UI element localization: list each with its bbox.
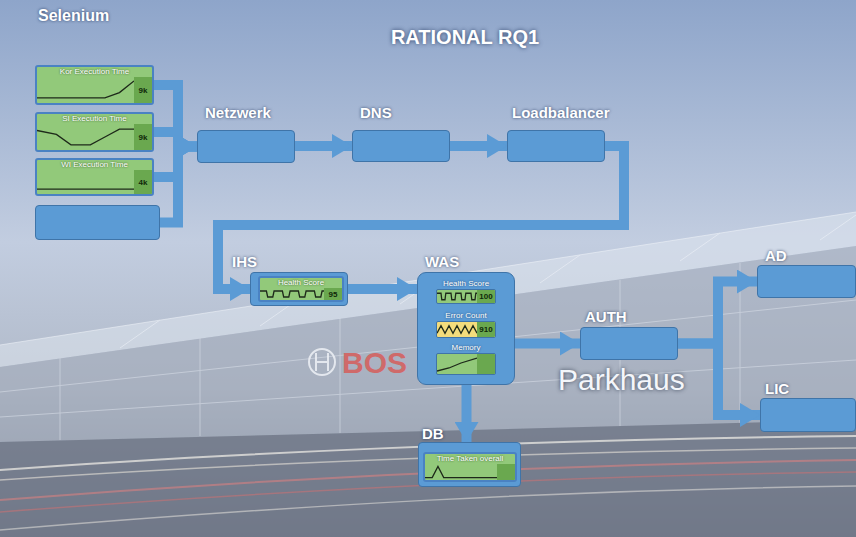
metric-mini: Health Score100 [436,279,496,304]
component-heading: Loadbalancer [512,104,610,122]
component-box [757,265,856,298]
component: LIC [760,380,789,398]
metric-title: Error Count [436,311,496,321]
label-holder: BOS [342,345,407,381]
metric-title: WI Execution Time [37,160,152,170]
chart-area: 9k [37,124,152,150]
flow-arrow [678,344,760,416]
metric-widget: WI Execution Time4k [35,158,154,196]
label-holder: Parkhaus [558,362,685,398]
sparkline [437,322,477,337]
metric-mini: Memory [436,343,496,375]
component-heading: DNS [360,104,392,122]
flow-arrow [678,282,757,344]
component: AD [757,247,787,265]
flow-arrow [154,85,197,147]
sparkline [37,170,134,194]
component-box [580,327,678,360]
component-heading: WAS [425,253,459,271]
chart-area: 95 [260,288,342,300]
metric-value-cell [477,354,495,374]
chart-area: 910 [437,322,495,337]
flow-arrow [462,385,472,442]
flow-arrow [218,146,624,289]
metric-value: 910 [477,322,495,337]
metric-title: SI Execution Time [37,114,152,124]
flow-arrow [160,147,197,223]
metric-value: 9k [134,124,152,150]
sparkline [437,290,477,303]
component: Netzwerk [197,104,271,122]
sparkline-trace [437,293,477,300]
flow-arrow [515,339,580,349]
component-box [760,398,856,432]
component: DNS [352,104,392,122]
component: WASHealth Score100Error Count910Memory [417,253,459,271]
sparkline-trace [425,466,497,477]
metric-widget: Health Score95 [258,276,344,302]
group-heading: Selenium [38,6,109,25]
label-holder: Selenium [38,6,109,25]
sparkline-trace [37,81,134,98]
component: AUTH [580,308,627,326]
sparkline [37,77,134,103]
component-heading: AD [765,247,787,265]
metric-title: Health Score [436,279,496,289]
sparkline-trace [437,358,477,371]
sparkline [425,464,497,480]
metric-value-cell [497,464,515,480]
component-box [507,130,605,162]
component: IHSHealth Score95 [232,253,257,271]
metric-mini: Error Count910 [436,311,496,338]
metric-box: 100 [436,289,496,304]
sparkline [260,288,324,300]
chart-area: 4k [37,170,152,194]
component-heading: LIC [765,380,789,398]
component-box [35,205,160,240]
sparkline-trace [37,189,134,190]
metric-widget: Kor Execution Time9k [35,65,154,105]
chart-area [425,464,515,480]
component: Loadbalancer [507,104,610,122]
component-heading: IHS [232,253,257,271]
metric-title: Kor Execution Time [37,67,152,77]
component: DBTime Taken overall [418,425,444,443]
flow-arrow [450,141,507,151]
metric-value: 100 [477,290,495,303]
metric-widget: Time Taken overall [423,452,517,482]
metric-title: Memory [436,343,496,353]
chart-area: 100 [437,290,495,303]
flow-arrow [295,141,352,151]
component-box [197,130,295,163]
component-heading: DB [422,425,444,443]
sparkline [37,124,134,150]
title-holder: RATIONAL RQ1 [265,26,665,49]
component-heading: AUTH [585,308,627,326]
metric-value: 95 [324,288,342,300]
metric-box: 910 [436,321,496,338]
sparkline-trace [437,326,477,334]
component-box [352,130,450,162]
metric-box [436,353,496,375]
sparkline-trace [37,129,134,145]
metric-widget: SI Execution Time9k [35,112,154,152]
metric-value: 9k [134,77,152,103]
sparkline [437,354,477,374]
metric-value: 4k [134,170,152,194]
chart-area: 9k [37,77,152,103]
sparkline-trace [260,291,324,297]
flow-arrow [348,284,417,294]
slide-title: RATIONAL RQ1 [265,26,665,49]
metric-title: Time Taken overall [425,454,515,464]
photo-lettering: Parkhaus [558,362,685,398]
photo-lettering: BOS [342,345,407,381]
chart-area [437,354,495,374]
component-heading: Netzwerk [205,104,271,122]
metric-title: Health Score [260,278,342,288]
